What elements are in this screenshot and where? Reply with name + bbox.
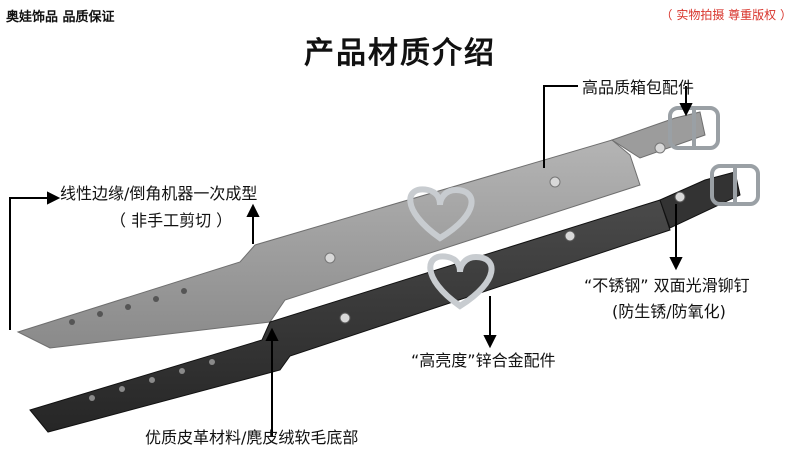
grey-strap-holes — [69, 288, 187, 325]
black-strap-rivets — [339, 191, 686, 324]
page-title: 产品材质介绍 — [304, 36, 496, 71]
callout-alloy: “高亮度”锌合金配件 — [411, 351, 556, 370]
callout-rivet-line2: (防生锈/防氧化) — [612, 302, 726, 321]
heart-ring-grey — [407, 186, 475, 242]
callout-edge-line1: 线性边缘/倒角机器一次成型 — [60, 184, 258, 203]
callout-rivet-line1: “不锈钢” 双面光滑铆钉 — [584, 276, 750, 295]
callout-edge-line2: （ 非手工剪切 ） — [110, 211, 233, 230]
grey-collar — [16, 106, 720, 349]
copyright-notice: （ 实物拍摄 尊重版权 ） — [660, 8, 792, 22]
grey-strap-rivets — [324, 142, 666, 264]
black-collar — [29, 164, 760, 433]
callout-arrows — [9, 85, 693, 436]
callout-material: 优质皮革材料/麂皮绒软毛底部 — [145, 428, 359, 447]
heart-ring-black — [427, 253, 495, 310]
black-buckle — [710, 164, 760, 206]
black-strap-holes — [89, 359, 215, 401]
grey-buckle — [668, 106, 720, 150]
brand-text: 奥娃饰品 品质保证 — [6, 10, 115, 25]
callout-hardware: 高品质箱包配件 — [582, 78, 695, 97]
grey-strap-tip — [610, 111, 706, 159]
black-strap-tip — [659, 171, 741, 229]
grey-strap — [16, 139, 641, 349]
